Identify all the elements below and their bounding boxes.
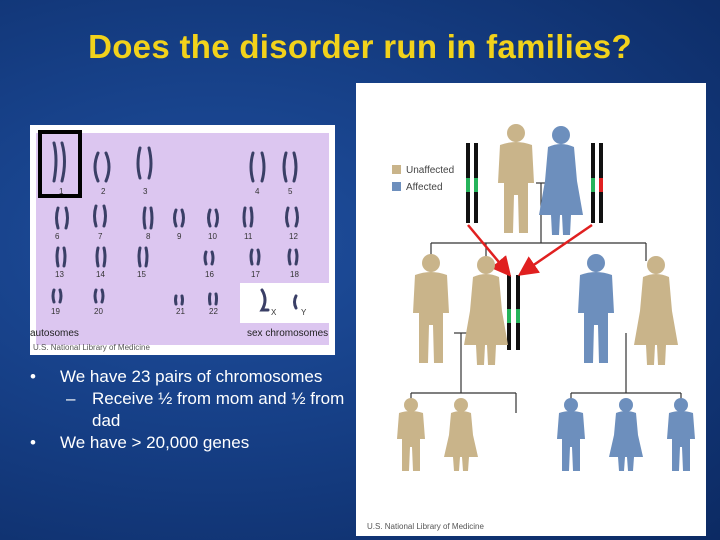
chromosome-number: 14 [96, 270, 105, 279]
grandson-figure [397, 398, 425, 471]
pedigree-drawing: Unaffected Affected [392, 124, 695, 471]
chromosome-number: 2 [101, 187, 106, 196]
slide-title: Does the disorder run in families? [88, 28, 632, 65]
grandson-affected-figure [557, 398, 585, 471]
chromosome-number: 1 [59, 187, 64, 196]
grandfather-figure [498, 124, 534, 233]
chromosome-number: 9 [177, 232, 182, 241]
bullet-dot: • [30, 367, 36, 386]
chromosome-number: 11 [244, 232, 253, 241]
chromosome-number: 16 [205, 270, 214, 279]
chromosome-number: 21 [176, 307, 185, 316]
sex-chromosomes-label: sex chromosomes [247, 328, 329, 339]
chromosome-number: 15 [137, 270, 146, 279]
sex-chromosome-box [240, 283, 332, 323]
sub-bullet-item: – Receive ½ from mom and ½ from dad [30, 388, 350, 432]
bullet-item: • We have 23 pairs of chromosomes [30, 366, 350, 388]
bullet-text: We have > 20,000 genes [60, 433, 250, 452]
pedigree-lines [410, 182, 682, 413]
chromosome-number: 12 [289, 232, 298, 241]
arrow-from-mother [517, 223, 593, 276]
legend-affected-label: Affected [406, 182, 443, 193]
parent-chromosome-bars [466, 143, 603, 223]
chromosome-number: 7 [98, 232, 103, 241]
granddaughter-affected-figure [609, 398, 643, 471]
bullet-item: • We have > 20,000 genes [30, 432, 350, 454]
chromosome-number: 4 [255, 187, 260, 196]
bullet-text: We have 23 pairs of chromosomes [60, 367, 323, 386]
son-affected-figure [578, 254, 614, 363]
chromosome-1-highlight [38, 130, 82, 198]
daughter-in-law-figure [634, 256, 678, 365]
arrow-from-father [467, 224, 512, 277]
son-figure [413, 254, 449, 363]
child-chromosome-bars [507, 275, 520, 350]
chromosome-number: 20 [94, 307, 103, 316]
autosomes-label: autosomes [30, 328, 79, 339]
legend-affected-swatch [392, 182, 401, 191]
legend-unaffected-swatch [392, 165, 401, 174]
grandson-affected-figure [667, 398, 695, 471]
chromosome-number: 19 [51, 307, 60, 316]
grandmother-figure [539, 126, 583, 235]
chromosome-number: 17 [251, 270, 260, 279]
granddaughter-figure [444, 398, 478, 471]
chromosome-number: 3 [143, 187, 148, 196]
sub-bullet-text: Receive ½ from mom and ½ from dad [92, 389, 345, 430]
chromosome-number: 18 [290, 270, 299, 279]
chromosome-number: 22 [209, 307, 218, 316]
chromosome-number: 5 [288, 187, 293, 196]
daughter-figure [464, 256, 508, 365]
sex-chromosome-x-label: X [271, 308, 277, 317]
karyotype-credit: U.S. National Library of Medicine [33, 343, 150, 352]
chromosome-number: 13 [55, 270, 64, 279]
bullet-list: • We have 23 pairs of chromosomes – Rece… [30, 366, 350, 454]
pedigree-figure: Unaffected Affected [356, 83, 706, 536]
pedigree-credit: U.S. National Library of Medicine [367, 522, 484, 531]
sub-bullet-dash: – [66, 389, 76, 408]
chromosome-number: 8 [146, 232, 151, 241]
chromosome-number: 10 [208, 232, 217, 241]
sex-chromosome-y-label: Y [301, 308, 307, 317]
chromosome-number: 6 [55, 232, 60, 241]
bullet-dot: • [30, 433, 36, 452]
legend-unaffected-label: Unaffected [406, 165, 454, 176]
